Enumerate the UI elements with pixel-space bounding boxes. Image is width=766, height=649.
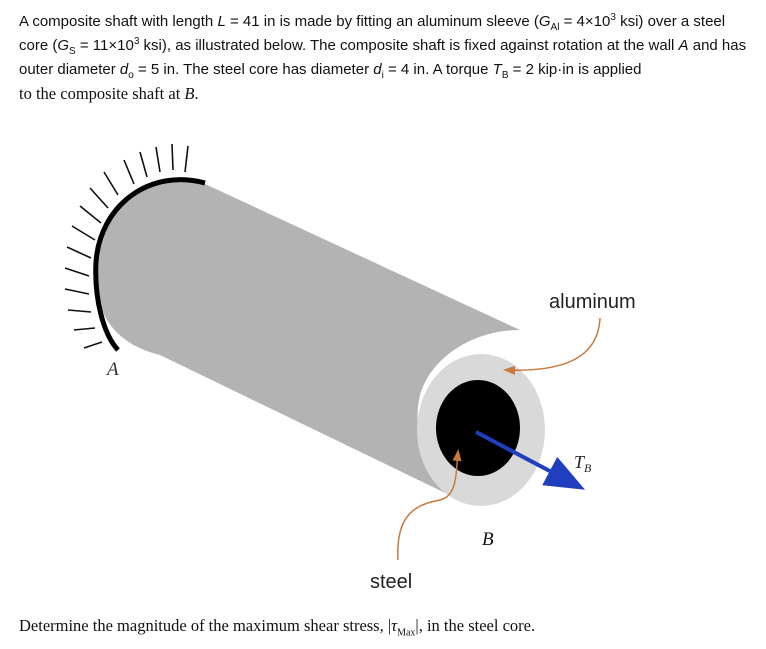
shaft-body bbox=[96, 181, 520, 505]
label-A: A bbox=[105, 359, 119, 380]
torque-arrow bbox=[475, 430, 586, 490]
aluminum-leader bbox=[503, 317, 601, 375]
problem-statement: A composite shaft with length L = 41 in … bbox=[19, 12, 747, 104]
wall-hatching bbox=[64, 143, 189, 349]
wall-support bbox=[93, 177, 206, 352]
steel-core bbox=[436, 380, 520, 476]
steel-leader bbox=[397, 449, 462, 561]
label-B: B bbox=[482, 529, 494, 550]
label-torque: TB bbox=[574, 452, 592, 475]
label-steel: steel bbox=[370, 571, 412, 593]
label-aluminum: aluminum bbox=[549, 291, 636, 313]
question-text: Determine the magnitude of the maximum s… bbox=[19, 616, 536, 639]
